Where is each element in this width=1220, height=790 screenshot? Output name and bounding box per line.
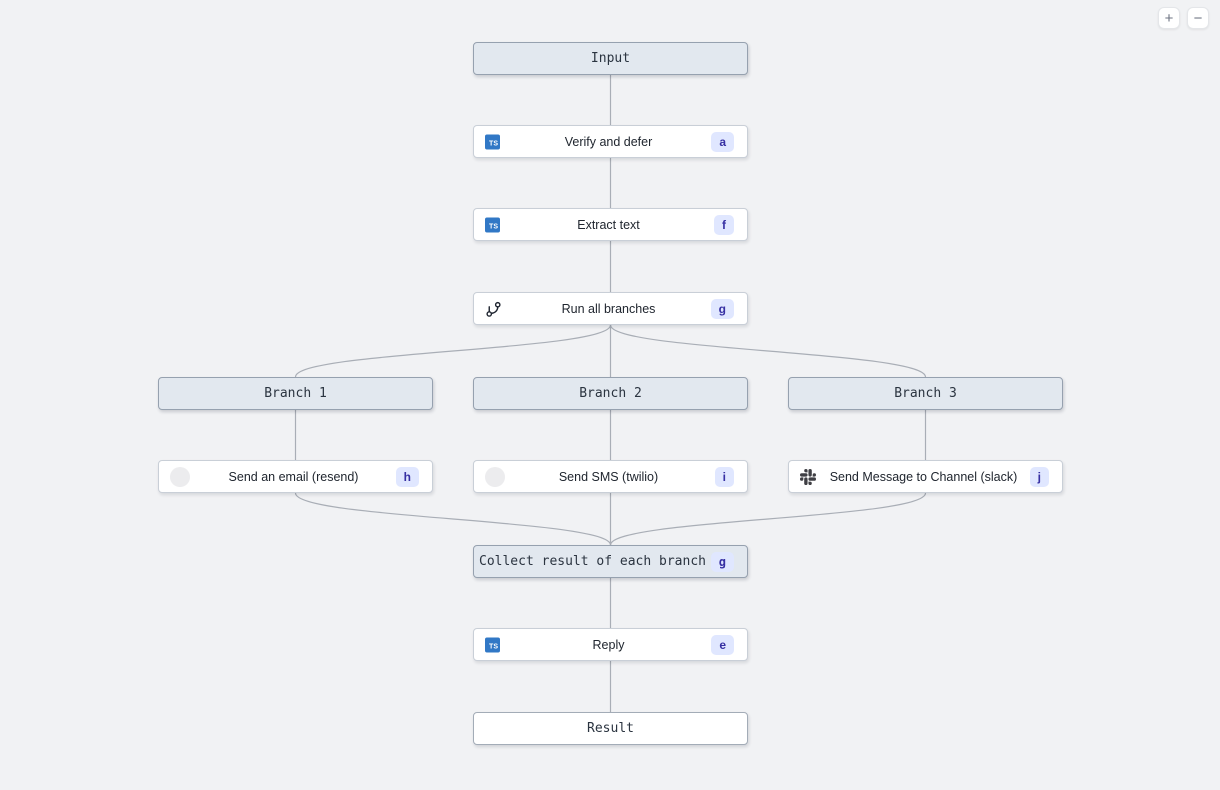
node-label: Extract text (577, 217, 640, 232)
node-label: Branch 1 (264, 386, 327, 401)
step-badge: f (714, 214, 734, 235)
zoom-out-button[interactable]: − (1187, 7, 1209, 29)
resend-logo-icon (170, 466, 190, 487)
typescript-icon-text: TS (489, 140, 498, 147)
slack-logo-icon (800, 468, 816, 485)
edge-run-branch1 (294, 324, 612, 378)
step-badge: e (711, 634, 734, 655)
node-label: Run all branches (561, 301, 656, 316)
node-result[interactable]: Result (473, 712, 748, 745)
zoom-in-button[interactable]: + (1158, 7, 1180, 29)
node-send-sms-twilio[interactable]: Send SMS (twilio) i (473, 460, 748, 493)
node-label: Send an email (resend) (228, 469, 359, 484)
node-label: Verify and defer (564, 134, 653, 149)
node-input[interactable]: Input (473, 42, 748, 75)
step-badge: g (710, 551, 734, 572)
node-reply[interactable]: TS Reply e (473, 628, 748, 661)
node-label: Send SMS (twilio) (558, 469, 659, 484)
node-branch-3[interactable]: Branch 3 (788, 377, 1063, 410)
zoom-controls: + − (1158, 7, 1209, 29)
node-label: Input (590, 51, 631, 66)
node-branch-1[interactable]: Branch 1 (158, 377, 433, 410)
node-branch-2[interactable]: Branch 2 (473, 377, 748, 410)
step-badge: a (711, 131, 734, 152)
node-label: Send Message to Channel (slack) (829, 469, 1018, 484)
node-label: Branch 3 (894, 386, 957, 401)
node-verify-and-defer[interactable]: TS Verify and defer a (473, 125, 748, 158)
step-badge: j (1029, 466, 1049, 487)
edge-slack-collect (609, 492, 927, 546)
node-label: Result (587, 721, 634, 736)
step-badge: i (714, 466, 734, 487)
node-label: Branch 2 (579, 386, 642, 401)
twilio-logo-icon (485, 466, 505, 487)
minus-icon: − (1193, 9, 1203, 27)
typescript-icon-text: TS (489, 643, 498, 650)
node-send-email-resend[interactable]: Send an email (resend) h (158, 460, 433, 493)
node-run-all-branches[interactable]: Run all branches g (473, 292, 748, 325)
git-branch-icon (485, 300, 502, 317)
node-collect-results[interactable]: Collect result of each branch g (473, 545, 748, 578)
typescript-icon-text: TS (489, 223, 498, 230)
node-send-message-slack[interactable]: Send Message to Channel (slack) j (788, 460, 1063, 493)
node-label: Reply (592, 637, 625, 652)
node-extract-text[interactable]: TS Extract text f (473, 208, 748, 241)
typescript-icon: TS (485, 637, 500, 652)
edge-email-collect (294, 492, 612, 546)
edge-run-branch3 (609, 324, 927, 378)
step-badge: h (395, 466, 419, 487)
step-badge: g (710, 298, 734, 319)
typescript-icon: TS (485, 134, 500, 149)
plus-icon: + (1164, 9, 1174, 27)
typescript-icon: TS (485, 217, 500, 232)
node-label: Collect result of each branch (479, 554, 706, 569)
